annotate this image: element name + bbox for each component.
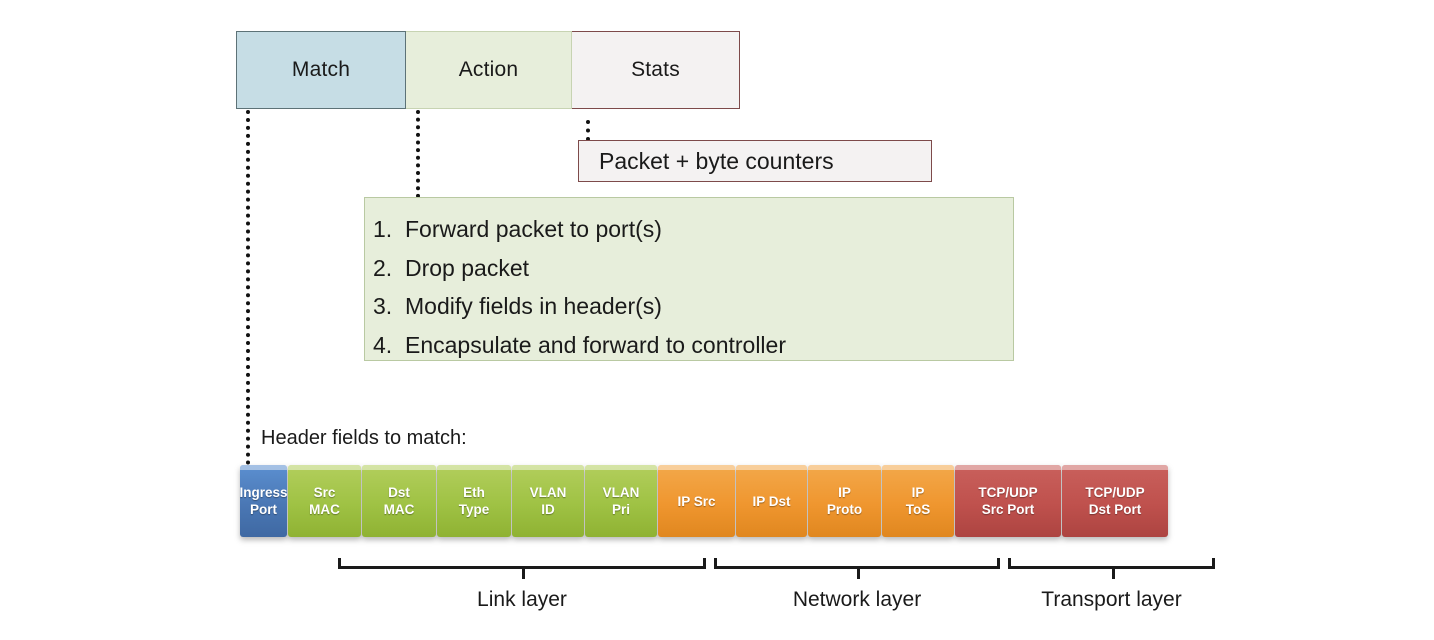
header-field-line1: TCP/UDP [1085,485,1145,500]
brace-link-layer [338,558,706,580]
flow-table-cell-action-label: Action [458,58,519,81]
list-item: 2. Drop packet [365,249,1013,288]
connector-match-to-header-fields [246,110,250,465]
brace-tick-middle [857,567,860,579]
header-field-line2: MAC [309,502,340,517]
action-item-text: Forward packet to port(s) [405,216,662,242]
header-field-line2: Type [458,502,490,517]
header-field-line2: Pri [611,502,630,517]
header-field-line1: Src [313,485,336,500]
header-field-dst-mac[interactable]: Dst MAC [362,465,436,537]
header-field-line2: Port [250,502,277,517]
action-item-number: 2. [373,254,393,281]
header-field-line2: ID [541,502,555,517]
flow-table-cell-match-label: Match [291,58,351,81]
flow-entry-table: Match Action Stats [236,31,740,109]
brace-tick-right [997,558,1000,569]
header-field-eth-type[interactable]: Eth Type [437,465,511,537]
header-field-ip-tos[interactable]: IP ToS [882,465,954,537]
brace-tick-right [703,558,706,569]
header-field-line2: ToS [905,502,931,517]
header-field-line1: IP Dst [752,493,791,509]
actions-list: 1. Forward packet to port(s) 2. Drop pac… [365,210,1013,364]
connector-action-to-actions-box [416,110,420,198]
layer-label-transport: Transport layer [1041,588,1182,611]
brace-tick-middle [1111,567,1115,579]
header-field-vlan-id[interactable]: VLAN ID [512,465,584,537]
action-item-text: Encapsulate and forward to controller [405,331,786,358]
flow-table-cell-match[interactable]: Match [236,31,406,109]
header-field-line1: VLAN [602,485,640,500]
header-field-ip-src[interactable]: IP Src [658,465,735,537]
header-field-ip-dst[interactable]: IP Dst [736,465,807,537]
brace-tick-right [1212,558,1215,569]
flow-table-cell-stats-label: Stats [631,58,680,81]
brace-transport-layer [1008,558,1215,580]
list-item: 3. Modify fields in header(s) [365,287,1013,326]
brace-tick-middle [522,567,525,579]
header-field-line1: IP [838,485,851,500]
packet-byte-counters-label: Packet + byte counters [599,147,834,174]
header-field-line1: Dst [388,485,410,500]
header-field-line2: Src Port [981,502,1035,517]
header-field-tcp-udp-src-port[interactable]: TCP/UDP Src Port [955,465,1061,537]
flow-table-cell-stats[interactable]: Stats [572,31,740,109]
brace-tick-left [714,558,717,569]
header-fields-row: Ingress Port Src MAC Dst MAC Eth Type VL… [239,465,1168,537]
header-field-line2: Proto [826,502,863,517]
brace-network-layer [714,558,1000,580]
header-fields-caption: Header fields to match: [261,427,467,449]
action-item-text: Modify fields in header(s) [405,293,662,319]
header-field-line1: Ingress [239,485,288,500]
connector-stats-to-counters-box [586,120,590,141]
header-field-line1: IP Src [677,493,716,509]
header-field-ip-proto[interactable]: IP Proto [808,465,881,537]
action-item-text: Drop packet [405,254,530,281]
header-field-line1: IP [911,485,925,500]
header-field-line1: VLAN [529,485,567,500]
packet-byte-counters-box: Packet + byte counters [578,140,932,182]
list-item: 4. Encapsulate and forward to controller [365,326,1013,365]
layer-label-link: Link layer [477,588,567,611]
header-field-src-mac[interactable]: Src MAC [288,465,361,537]
action-item-number: 4. [373,331,393,358]
header-field-line2: Dst Port [1088,502,1142,517]
flow-table-cell-action[interactable]: Action [406,31,572,109]
brace-tick-left [338,558,341,569]
header-field-line1: Eth [463,485,485,500]
action-item-number: 3. [373,293,393,319]
brace-tick-left [1008,558,1011,569]
header-field-ingress-port[interactable]: Ingress Port [239,465,288,537]
actions-list-box: 1. Forward packet to port(s) 2. Drop pac… [364,197,1014,361]
header-field-vlan-pri[interactable]: VLAN Pri [585,465,657,537]
action-item-number: 1. [373,216,393,242]
header-field-line2: MAC [383,502,415,517]
list-item: 1. Forward packet to port(s) [365,210,1013,249]
layer-label-network: Network layer [792,588,922,611]
header-field-line1: TCP/UDP [978,485,1038,500]
header-field-tcp-udp-dst-port[interactable]: TCP/UDP Dst Port [1062,465,1168,537]
